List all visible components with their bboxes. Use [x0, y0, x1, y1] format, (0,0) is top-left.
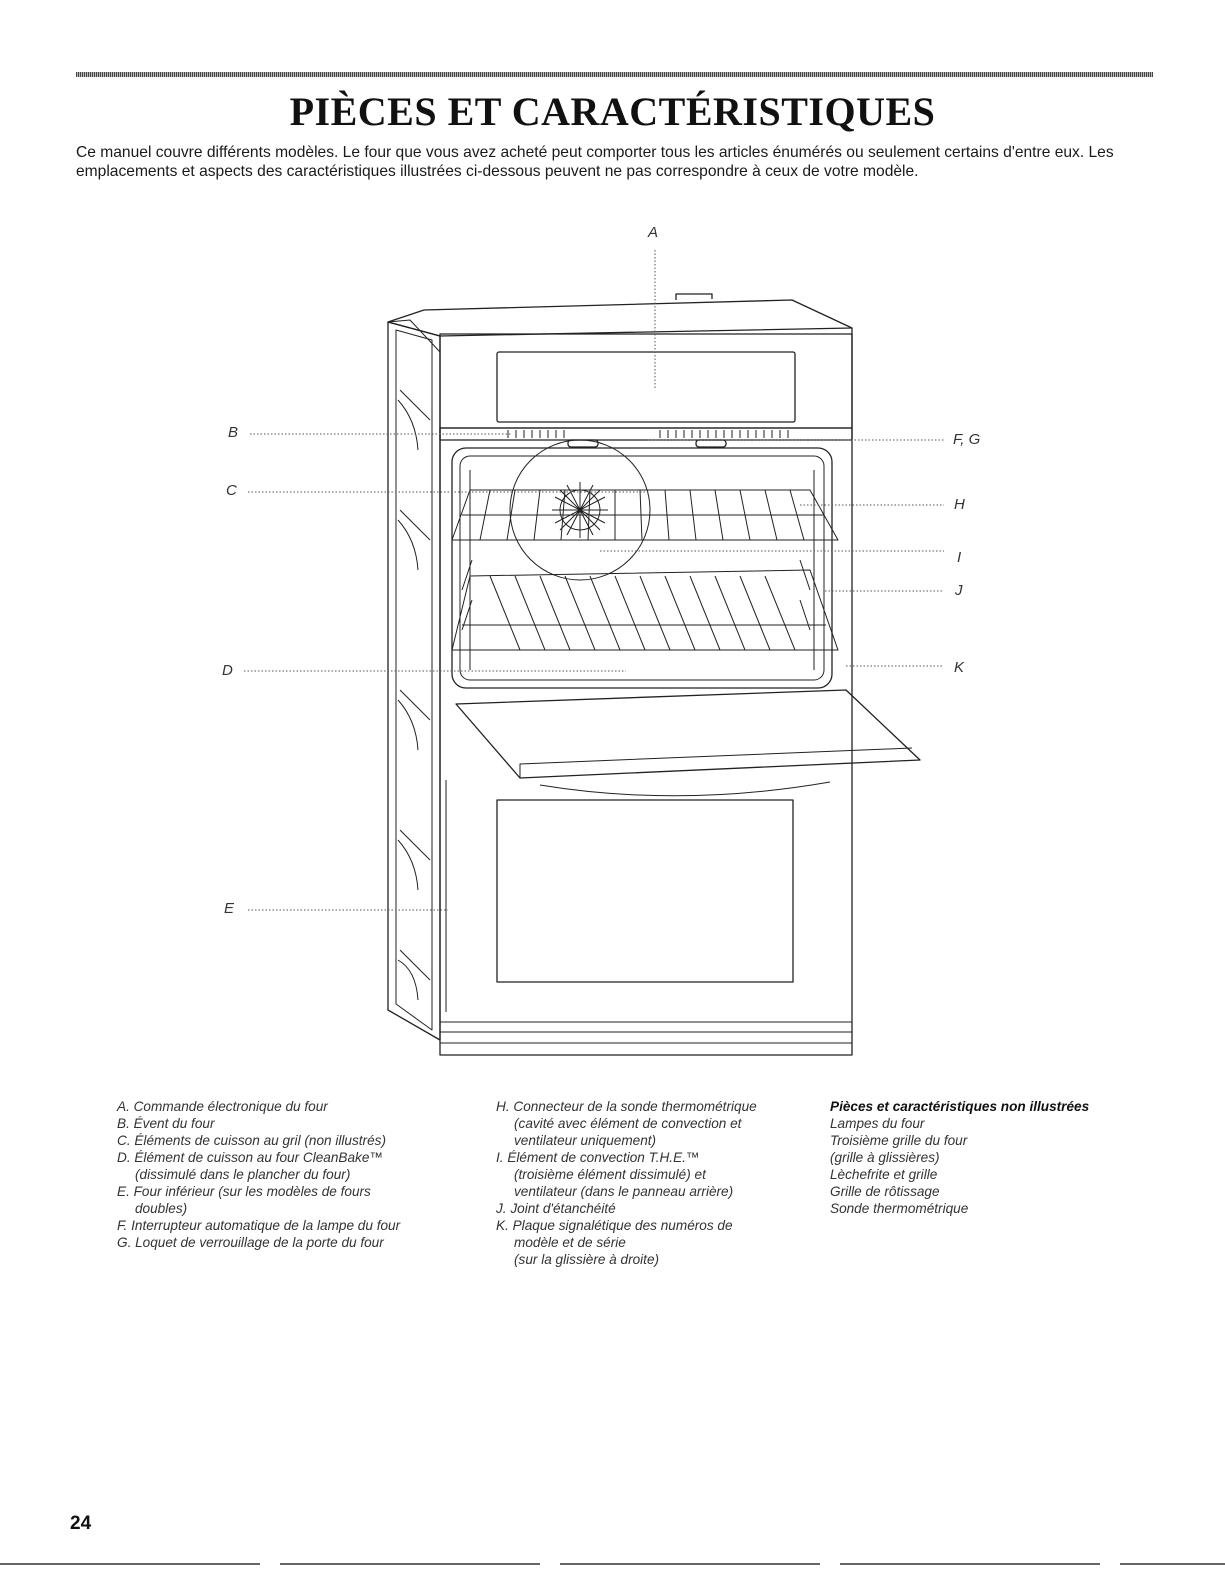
legend-item-broiler-pan: Lèchefrite et grille: [830, 1167, 938, 1182]
legend-item-i-cont: (troisième élément dissimulé) et: [514, 1167, 706, 1182]
callout-h: H: [954, 496, 965, 513]
page-number: 24: [70, 1513, 92, 1534]
legend-item-k: K. Plaque signalétique des numéros de: [496, 1218, 733, 1233]
upper-rack: [451, 489, 839, 541]
top-rule: [76, 72, 1153, 77]
legend-item-roasting-rack: Grille de rôtissage: [830, 1184, 940, 1199]
legend-item-e-cont: doubles): [135, 1201, 188, 1216]
lower-rack: [451, 569, 839, 651]
legend-item-h-cont: (cavité avec élément de convection et: [514, 1116, 742, 1131]
legend-column-3: Pièces et caractéristiques non illustrée…: [830, 1098, 1150, 1217]
oven-diagram: [244, 250, 944, 1056]
callout-e: E: [224, 900, 235, 917]
legend-item-third-rack-cont: (grille à glissières): [830, 1150, 940, 1165]
legend-item-g: G. Loquet de verrouillage de la porte du…: [117, 1235, 384, 1250]
oven-door: [455, 689, 921, 779]
oven-body: [439, 328, 853, 1056]
callout-a: A: [648, 224, 659, 241]
callout-i: I: [957, 549, 962, 566]
callout-k: K: [954, 659, 965, 676]
callout-b: B: [228, 424, 239, 441]
control-panel: [439, 333, 853, 429]
legend-item-a: A. Commande électronique du four: [117, 1099, 328, 1114]
legend-item-third-rack: Troisième grille du four: [830, 1133, 968, 1148]
legend-item-lamps: Lampes du four: [830, 1116, 925, 1131]
legend-item-f: F. Interrupteur automatique de la lampe …: [117, 1218, 401, 1233]
leader-lines: [244, 250, 944, 911]
legend-item-i: I. Élément de convection T.H.E.™: [496, 1150, 700, 1165]
legend-item-d-cont: (dissimulé dans le plancher du four): [135, 1167, 351, 1182]
legend-column-1: A. Commande électronique du four B. Éven…: [117, 1098, 467, 1251]
legend-item-h: H. Connecteur de la sonde thermométrique: [496, 1099, 757, 1114]
legend-heading-not-shown: Pièces et caractéristiques non illustrée…: [830, 1099, 1090, 1114]
legend-item-i-cont2: ventilateur (dans le panneau arrière): [514, 1184, 734, 1199]
legend-item-k-cont: modèle et de série: [514, 1235, 626, 1250]
bottom-rule: [0, 1563, 1225, 1565]
lower-oven-window: [496, 799, 794, 983]
control-display: [496, 351, 796, 423]
legend-item-d: D. Élément de cuisson au four CleanBake™: [117, 1150, 383, 1165]
legend-item-e: E. Four inférieur (sur les modèles de fo…: [117, 1184, 371, 1199]
callout-d: D: [222, 662, 233, 679]
legend-item-h-cont2: ventilateur uniquement): [514, 1133, 657, 1148]
oven-vent: [439, 427, 853, 441]
oven-top: [387, 299, 853, 337]
legend-item-b: B. Évent du four: [117, 1116, 215, 1131]
callout-j: J: [955, 582, 963, 599]
callout-c: C: [226, 482, 237, 499]
legend-item-c: C. Éléments de cuisson au gril (non illu…: [117, 1133, 386, 1148]
page-title: PIÈCES ET CARACTÉRISTIQUES: [289, 89, 936, 134]
legend-item-probe: Sonde thermométrique: [830, 1201, 969, 1216]
legend-item-j: J. Joint d'étanchéité: [496, 1201, 616, 1216]
legend-column-2: H. Connecteur de la sonde thermométrique…: [496, 1098, 826, 1268]
convection-fan: [509, 439, 651, 581]
upper-oven-cavity: [451, 447, 833, 689]
intro-paragraph: Ce manuel couvre différents modèles. Le …: [76, 144, 1114, 180]
oven-line-drawing: [387, 293, 921, 1056]
legend-item-k-cont2: (sur la glissière à droite): [514, 1252, 660, 1267]
callout-fg: F, G: [953, 431, 981, 448]
